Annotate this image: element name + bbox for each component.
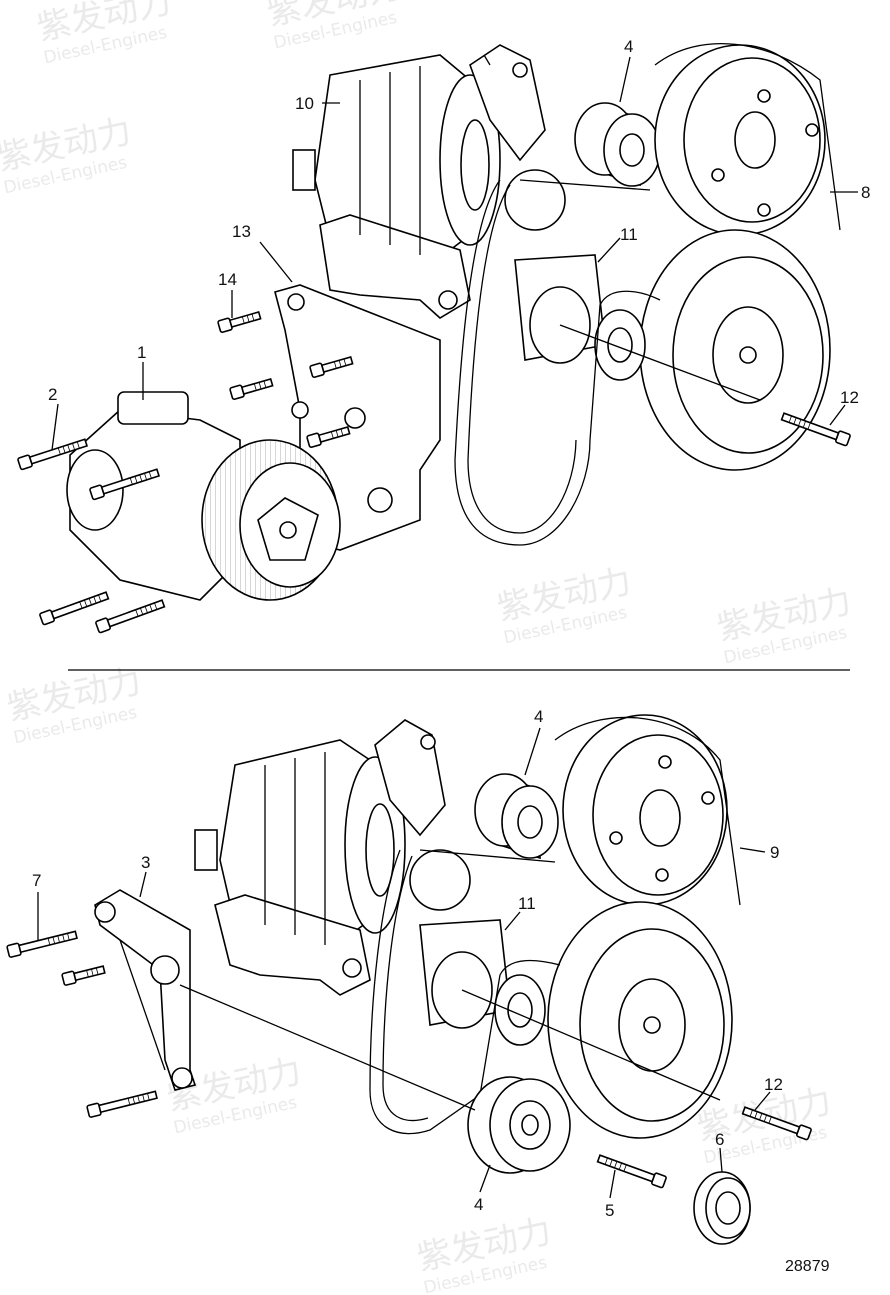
bolt-7 — [5, 928, 79, 959]
callout-upper-14: 14 — [218, 270, 237, 289]
callout-upper-2: 2 — [48, 385, 57, 404]
callout-lower-12: 12 — [764, 1075, 783, 1094]
callout-lower-9: 9 — [770, 843, 779, 862]
alternator-10 — [292, 44, 546, 319]
ac-compressor-1 — [66, 391, 341, 601]
bracket-3 — [94, 889, 197, 1091]
crank-pulley-8 — [654, 44, 826, 236]
poly-v-belt-upper — [454, 42, 841, 546]
crank-pulley-9 — [562, 714, 728, 906]
callout-upper-4: 4 — [624, 37, 633, 56]
belt-tensioner-11-upper — [514, 254, 646, 381]
alternator-pulley-lower — [409, 849, 471, 911]
idler-pulley-4-lower-top — [474, 773, 559, 860]
bolt-5 — [595, 1152, 668, 1189]
callout-upper-8: 8 — [861, 183, 870, 202]
callout-lower-5: 5 — [605, 1201, 614, 1220]
callout-lower-4-top: 4 — [534, 707, 543, 726]
alternator-pulley — [504, 169, 566, 231]
callout-upper-1: 1 — [137, 343, 146, 362]
belt-tensioner-11-lower — [419, 919, 546, 1046]
callout-lower-6: 6 — [715, 1130, 724, 1149]
callout-upper-10: 10 — [295, 94, 314, 113]
callout-lower-7: 7 — [32, 871, 41, 890]
upper-assembly: 4 10 8 13 11 14 1 2 12 — [16, 37, 870, 634]
alternator-lower — [194, 719, 446, 996]
vibration-damper-upper — [639, 229, 831, 471]
idler-pulley-4-lower-bottom — [467, 1076, 571, 1174]
callout-lower-3: 3 — [141, 853, 150, 872]
callout-upper-12: 12 — [840, 388, 859, 407]
callout-upper-13: 13 — [232, 222, 251, 241]
vibration-damper-lower — [547, 901, 733, 1139]
idler-pulley-4-upper — [574, 102, 661, 187]
callout-lower-4-bottom: 4 — [474, 1195, 483, 1214]
poly-v-belt-lower — [369, 716, 741, 1135]
lower-assembly: 4 9 3 7 11 12 6 4 5 — [5, 707, 813, 1245]
callout-upper-11: 11 — [620, 225, 638, 244]
callout-lower-11: 11 — [518, 894, 536, 913]
document-number: 28879 — [785, 1258, 830, 1275]
washer-6 — [693, 1171, 751, 1245]
bolt-14 — [216, 308, 263, 334]
